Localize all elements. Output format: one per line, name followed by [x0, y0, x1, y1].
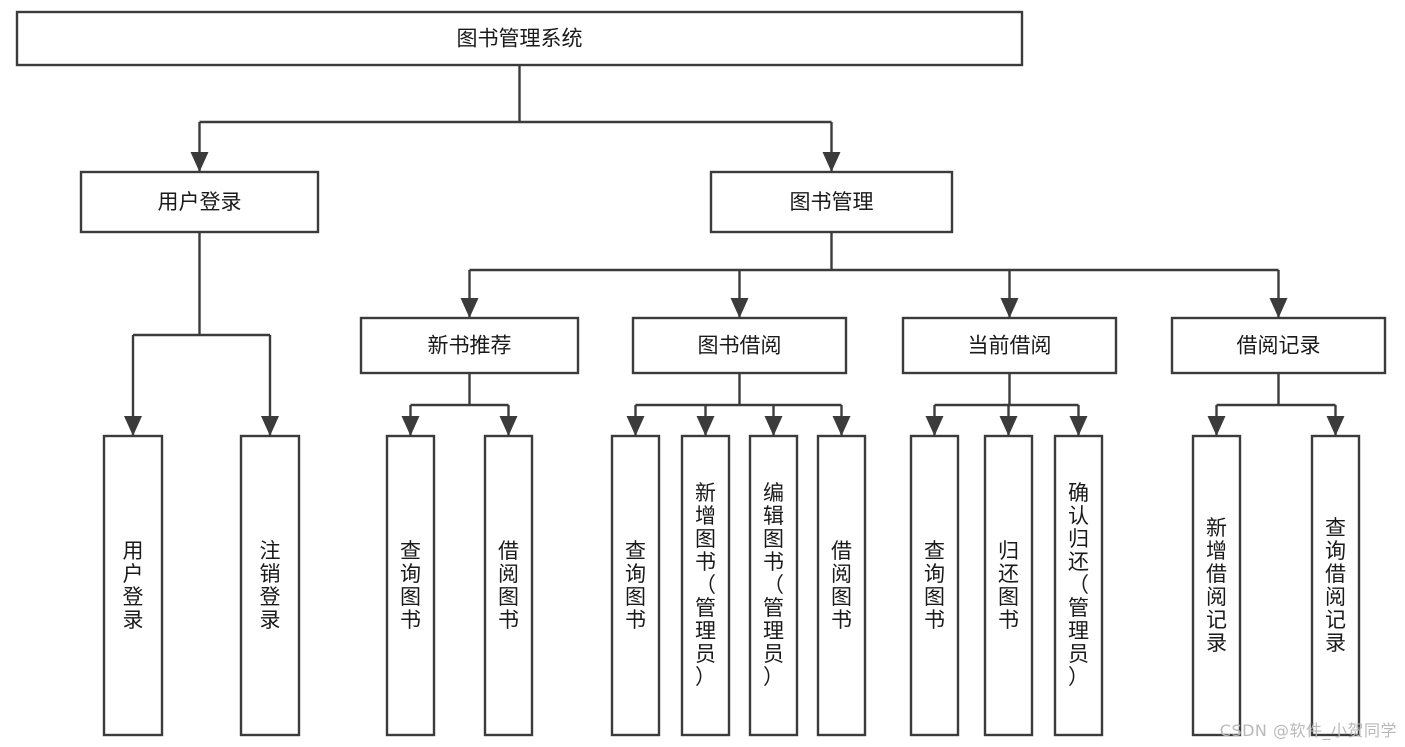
arrow-head-icon — [1000, 298, 1019, 318]
node-查询图书-box[interactable] — [610, 434, 661, 737]
node-新书推荐-label: 新书推荐 — [428, 334, 512, 358]
node-查询借阅记录-box[interactable] — [1310, 434, 1361, 737]
node-用户登录-box[interactable] — [102, 434, 164, 737]
node-借阅图书-box[interactable] — [816, 434, 867, 737]
arrow-head-icon — [999, 416, 1018, 436]
node-图书管理系统-label: 图书管理系统 — [457, 27, 583, 51]
arrow-head-icon — [764, 416, 783, 436]
node-图书管理-label: 图书管理 — [790, 190, 874, 214]
arrow-head-icon — [832, 416, 851, 436]
arrow-head-icon — [626, 416, 645, 436]
arrow-head-icon — [401, 416, 420, 436]
node-当前借阅-box[interactable] — [901, 316, 1118, 375]
connectors-layer — [124, 65, 1345, 436]
arrow-head-icon — [124, 416, 142, 436]
node-用户登录-label: 用户登录 — [158, 190, 242, 214]
csdn-watermark: CSDN @软件_小贺同学 — [1219, 721, 1397, 740]
arrow-head-icon — [822, 152, 841, 172]
node-新增图书管理员-box[interactable] — [680, 434, 731, 737]
node-借阅记录-box[interactable] — [1170, 316, 1387, 375]
arrow-head-icon — [499, 416, 518, 436]
arrow-head-icon — [1207, 416, 1226, 436]
node-借阅图书-box[interactable] — [483, 434, 534, 737]
node-新书推荐-box[interactable] — [359, 316, 580, 375]
arrow-head-icon — [925, 416, 944, 436]
arrow-head-icon — [261, 416, 279, 436]
node-图书管理系统-box[interactable] — [15, 10, 1024, 67]
arrow-head-icon — [460, 298, 479, 318]
arrow-head-icon — [730, 298, 749, 318]
boxes-layer — [15, 10, 1387, 737]
node-编辑图书管理员-box[interactable] — [748, 434, 799, 737]
arrow-head-icon — [1326, 416, 1345, 436]
arrow-head-icon — [696, 416, 715, 436]
node-借阅记录-label: 借阅记录 — [1237, 334, 1321, 358]
node-新增借阅记录-box[interactable] — [1191, 434, 1242, 737]
node-归还图书-box[interactable] — [983, 434, 1034, 737]
arrow-head-icon — [190, 152, 209, 172]
node-图书借阅-box[interactable] — [631, 316, 848, 375]
node-用户登录-box[interactable] — [79, 170, 320, 234]
node-查询图书-box[interactable] — [909, 434, 960, 737]
node-图书管理-box[interactable] — [709, 170, 954, 234]
arrow-head-icon — [1269, 298, 1288, 318]
node-注销登录-box[interactable] — [239, 434, 301, 737]
node-图书借阅-label: 图书借阅 — [698, 334, 782, 358]
node-当前借阅-label: 当前借阅 — [968, 334, 1052, 358]
node-确认归还管理员-box[interactable] — [1053, 434, 1104, 737]
arrow-head-icon — [1069, 416, 1088, 436]
node-查询图书-box[interactable] — [385, 434, 436, 737]
